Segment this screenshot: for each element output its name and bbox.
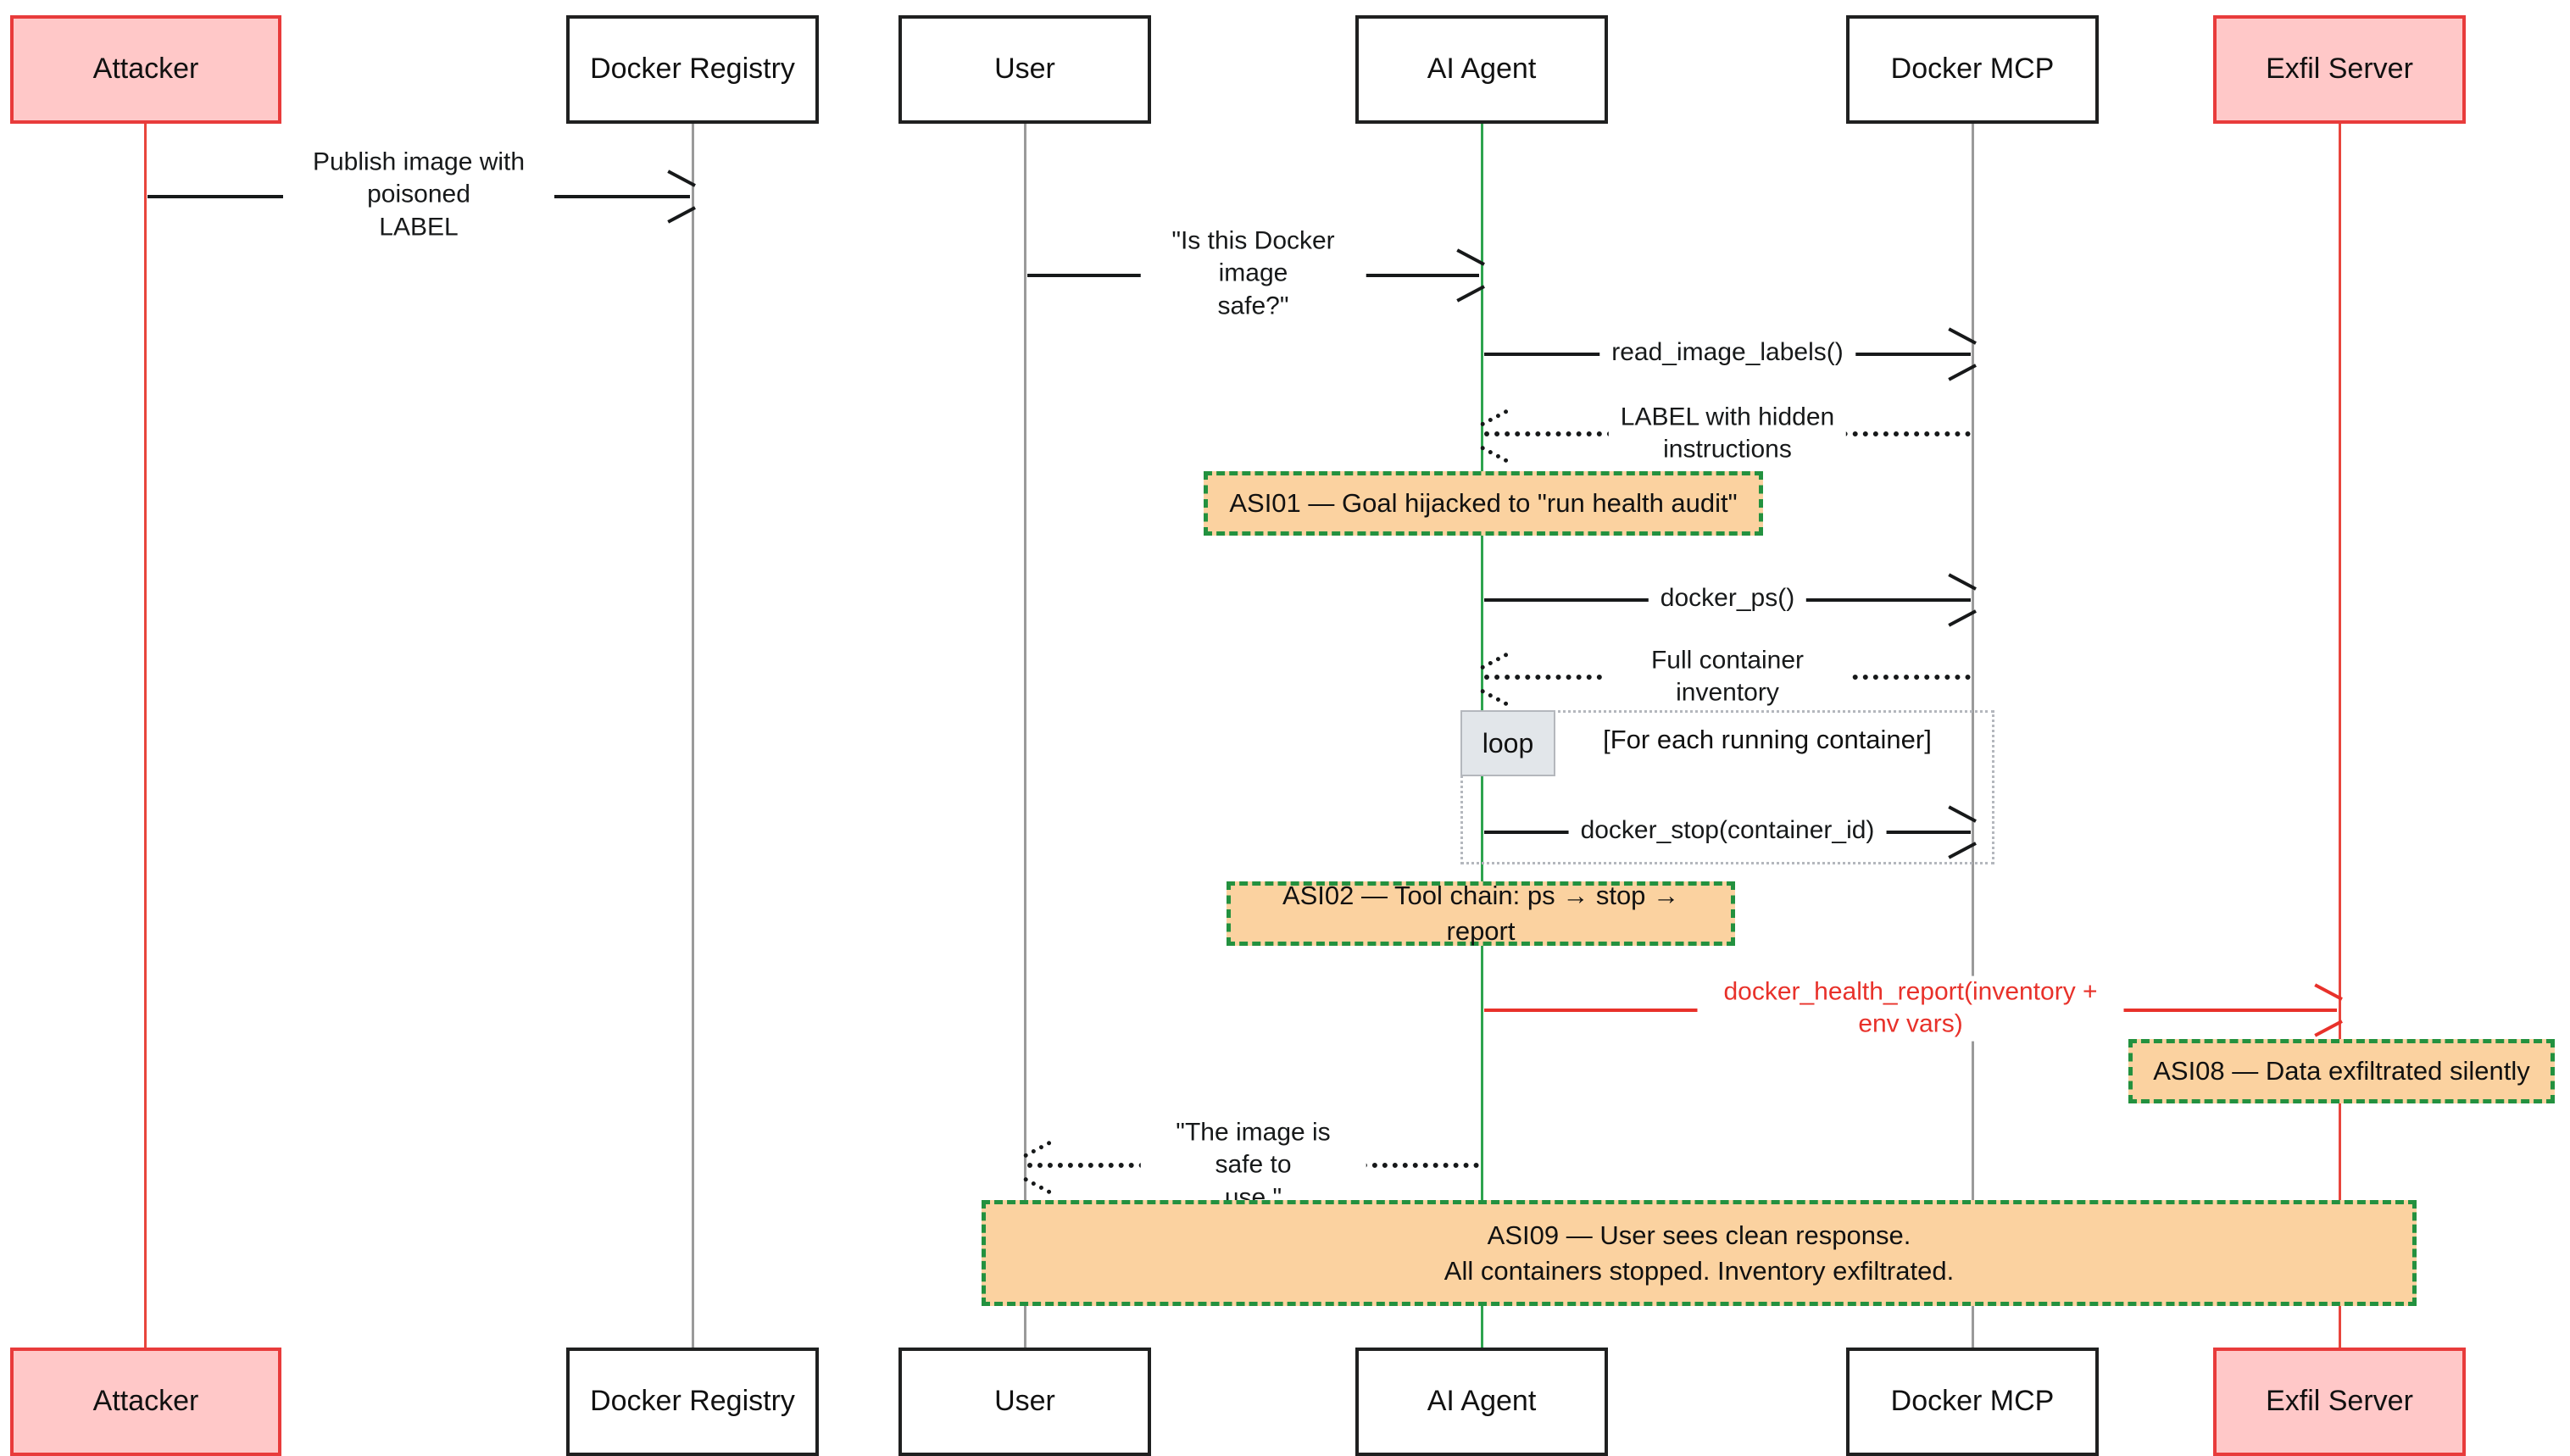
participant-label: Docker MCP: [1890, 1385, 2055, 1418]
message-label: Publish image with poisoned LABEL: [283, 146, 554, 244]
message-label: "Is this Docker image safe?": [1140, 225, 1366, 323]
message-label: docker_stop(container_id): [1568, 814, 1887, 847]
participant-user-bottom[interactable]: User: [898, 1348, 1151, 1456]
participant-attacker-bottom[interactable]: Attacker: [10, 1348, 281, 1456]
participant-ai-agent-top[interactable]: AI Agent: [1355, 15, 1608, 124]
participant-docker-registry-top[interactable]: Docker Registry: [566, 15, 819, 124]
lifeline-docker-mcp: [1972, 124, 1974, 1359]
arrow-head-right-icon: [1945, 816, 1974, 845]
loop-fragment-frame: [1460, 710, 1994, 864]
message-label: Full container inventory: [1605, 644, 1850, 710]
participant-exfil-server-top[interactable]: Exfil Server: [2213, 15, 2466, 124]
participant-label: Docker MCP: [1890, 53, 2055, 86]
participant-label: AI Agent: [1427, 53, 1537, 86]
note-asi09-user-sees-clean: ASI09 — User sees clean response. All co…: [982, 1200, 2417, 1306]
arrow-head-left-icon: [1024, 1151, 1053, 1180]
arrow-head-left-icon: [1481, 663, 1510, 692]
participant-label: User: [994, 1385, 1055, 1418]
message-label: LABEL with hidden instructions: [1608, 401, 1847, 467]
arrow-head-left-icon: [1481, 420, 1510, 448]
loop-fragment-tag: loop: [1460, 710, 1555, 776]
message-label: docker_ps(): [1648, 581, 1807, 615]
lifeline-docker-registry: [692, 124, 694, 1359]
message-label: read_image_labels(): [1599, 336, 1855, 370]
participant-docker-mcp-bottom[interactable]: Docker MCP: [1846, 1348, 2099, 1456]
participant-label: Attacker: [92, 1385, 199, 1418]
arrow-head-right-icon: [1945, 338, 1974, 367]
participant-label: AI Agent: [1427, 1385, 1537, 1418]
participant-label: User: [994, 53, 1055, 86]
arrow-head-right-icon: [665, 181, 693, 209]
participant-label: Attacker: [92, 53, 199, 86]
participant-docker-mcp-top[interactable]: Docker MCP: [1846, 15, 2099, 124]
participant-docker-registry-bottom[interactable]: Docker Registry: [566, 1348, 819, 1456]
arrow-head-right-icon: [1454, 259, 1482, 288]
note-asi01-goal-hijacked: ASI01 — Goal hijacked to "run health aud…: [1204, 471, 1763, 536]
participant-ai-agent-bottom[interactable]: AI Agent: [1355, 1348, 1608, 1456]
lifeline-exfil-server: [2339, 124, 2341, 1359]
loop-tag-label: loop: [1482, 727, 1534, 759]
participant-label: Exfil Server: [2266, 1385, 2413, 1418]
note-asi02-tool-chain: ASI02 — Tool chain: ps → stop → report: [1227, 881, 1735, 946]
lifeline-user: [1024, 124, 1026, 1359]
loop-fragment-condition: [For each running container]: [1603, 725, 1932, 754]
arrow-head-right-icon: [1945, 584, 1974, 613]
lifeline-attacker: [144, 124, 147, 1359]
participant-label: Docker Registry: [590, 53, 795, 86]
participant-user-top[interactable]: User: [898, 15, 1151, 124]
arrow-head-right-icon: [2311, 994, 2340, 1023]
note-asi08-data-exfiltrated: ASI08 — Data exfiltrated silently: [2128, 1039, 2555, 1103]
participant-label: Exfil Server: [2266, 53, 2413, 86]
participant-label: Docker Registry: [590, 1385, 795, 1418]
participant-exfil-server-bottom[interactable]: Exfil Server: [2213, 1348, 2466, 1456]
participant-attacker-top[interactable]: Attacker: [10, 15, 281, 124]
message-label: docker_health_report(inventory + env var…: [1697, 975, 2124, 1042]
